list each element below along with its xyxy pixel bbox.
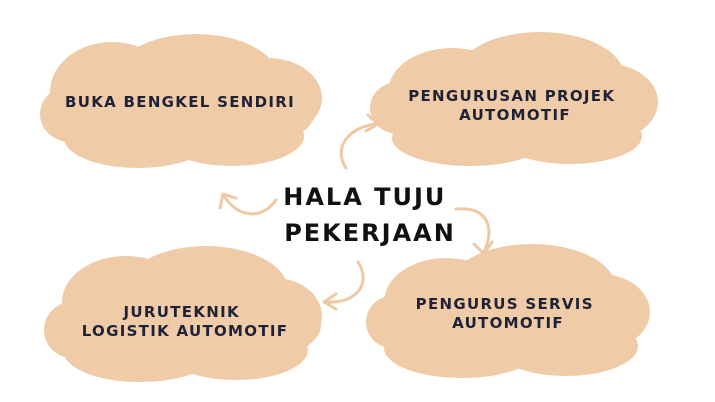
arrow-to-top-right: [339, 113, 380, 170]
cloud-label-line: LOGISTIK AUTOMOTIF: [82, 322, 289, 340]
arrow-head: [472, 240, 494, 256]
cloud-label-juruteknik: JURUTEKNIK LOGISTIK AUTOMOTIF: [82, 303, 289, 340]
cloud-label-line: PENGURUSAN PROJEK: [408, 87, 615, 105]
center-title: HALA TUJU PEKERJAAN: [283, 183, 457, 247]
cloud-label-pengurusan-projek: PENGURUSAN PROJEK AUTOMOTIF: [408, 87, 622, 124]
cloud-label-pengurus-servis: PENGURUS SERVIS AUTOMOTIF: [416, 295, 601, 332]
cloud-label-line: PENGURUS SERVIS: [416, 295, 594, 313]
cloud-pengurusan-projek: PENGURUSAN PROJEK AUTOMOTIF: [370, 32, 658, 166]
cloud-label-line: AUTOMOTIF: [459, 106, 571, 124]
cloud-label-buka-bengkel: BUKA BENGKEL SENDIRI: [65, 93, 295, 111]
cloud-juruteknik: JURUTEKNIK LOGISTIK AUTOMOTIF: [44, 246, 322, 382]
cloud-pengurus-servis: PENGURUS SERVIS AUTOMOTIF: [366, 244, 650, 378]
center-title-line: HALA TUJU: [283, 183, 446, 211]
arrow-to-top-left: [218, 192, 278, 216]
cloud-label-line: AUTOMOTIF: [452, 314, 564, 332]
cloud-label-line: BUKA BENGKEL SENDIRI: [65, 93, 295, 111]
cloud-shape: [370, 32, 658, 166]
arrow-head: [364, 113, 380, 133]
cloud-label-line: JURUTEKNIK: [123, 303, 240, 321]
center-title-line: PEKERJAAN: [284, 219, 456, 247]
cloud-shape: [44, 246, 322, 382]
arrow-head: [322, 292, 338, 311]
cloud-shape: [366, 244, 650, 378]
cloud-buka-bengkel: BUKA BENGKEL SENDIRI: [40, 34, 322, 168]
cloud-shape: [40, 34, 322, 168]
arrow-curve: [454, 207, 491, 254]
arrow-curve: [324, 260, 365, 304]
arrow-to-bottom-left: [322, 260, 365, 311]
arrow-curve: [339, 122, 378, 170]
arrow-to-bottom-right: [454, 207, 494, 256]
arrow-curve: [222, 194, 278, 216]
arrow-head: [218, 192, 238, 210]
